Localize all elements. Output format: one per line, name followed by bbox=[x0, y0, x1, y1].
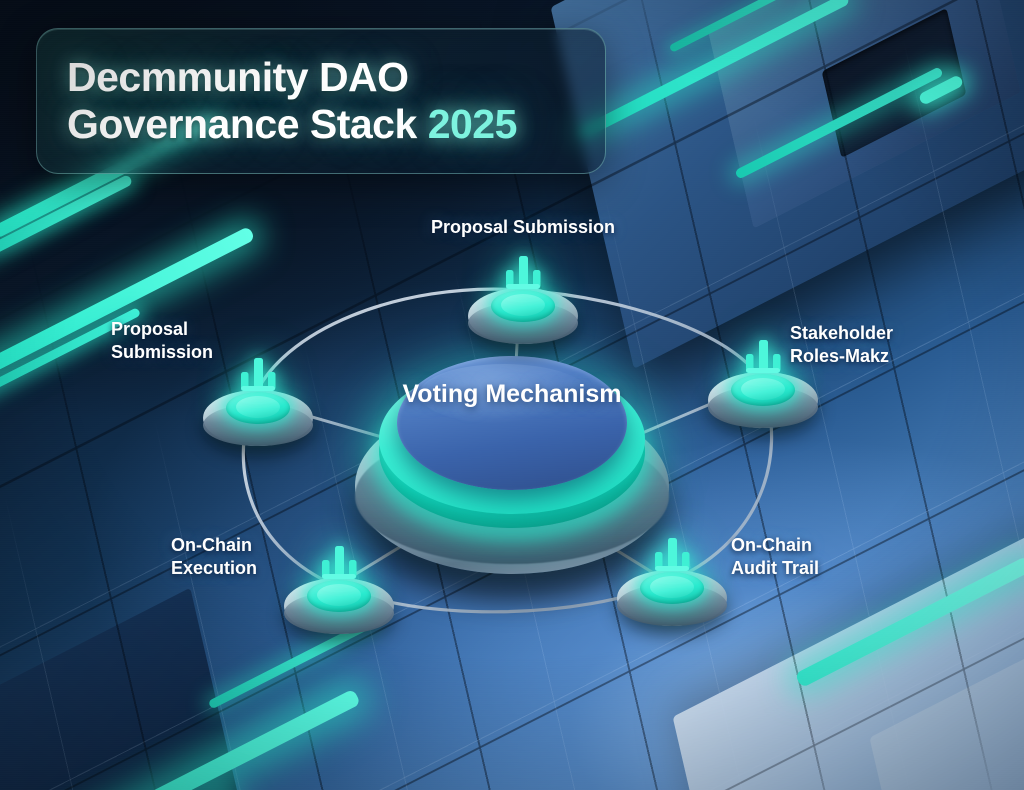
node-ring-inner bbox=[236, 396, 280, 418]
title-year: 2025 bbox=[427, 101, 518, 147]
node-on-chain-audit-trail[interactable] bbox=[613, 538, 731, 632]
title-line-2: Governance Stack 2025 bbox=[67, 101, 575, 148]
node-proposal-submission-left[interactable] bbox=[199, 358, 317, 452]
node-ring-inner bbox=[317, 584, 361, 606]
plug-icon bbox=[497, 254, 549, 302]
node-label-proposal-submission-top: Proposal Submission bbox=[430, 217, 616, 237]
node-label-on-chain-execution: On-Chain Execution bbox=[171, 535, 258, 578]
node-label-proposal-submission-left: Proposal Submission bbox=[111, 319, 214, 362]
node-label-on-chain-audit-trail: On-Chain Audit Trail bbox=[731, 535, 820, 578]
plug-icon bbox=[232, 356, 284, 404]
node-on-chain-execution[interactable] bbox=[280, 546, 398, 640]
title-line-1: Decmmunity DAO bbox=[67, 54, 409, 101]
node-ring-inner bbox=[501, 294, 545, 316]
plug-icon bbox=[313, 544, 365, 592]
node-ring-inner bbox=[650, 576, 694, 598]
title-card: Decmmunity DAO Governance Stack 2025 bbox=[36, 28, 606, 174]
node-stakeholder-roles[interactable] bbox=[704, 340, 822, 434]
center-hub-label: Voting Mechanism bbox=[402, 380, 622, 408]
node-proposal-submission-top[interactable] bbox=[464, 256, 582, 350]
center-hub[interactable]: Voting Mechanism bbox=[349, 352, 675, 608]
node-ring-inner bbox=[741, 378, 785, 400]
plug-icon bbox=[646, 536, 698, 584]
plug-icon bbox=[737, 338, 789, 386]
hub-top-highlight bbox=[419, 364, 589, 424]
title-line-2-main: Governance Stack bbox=[67, 101, 428, 147]
hub-top-disc bbox=[397, 356, 627, 490]
node-label-stakeholder-roles: Stakeholder Roles-Makz bbox=[790, 323, 894, 366]
